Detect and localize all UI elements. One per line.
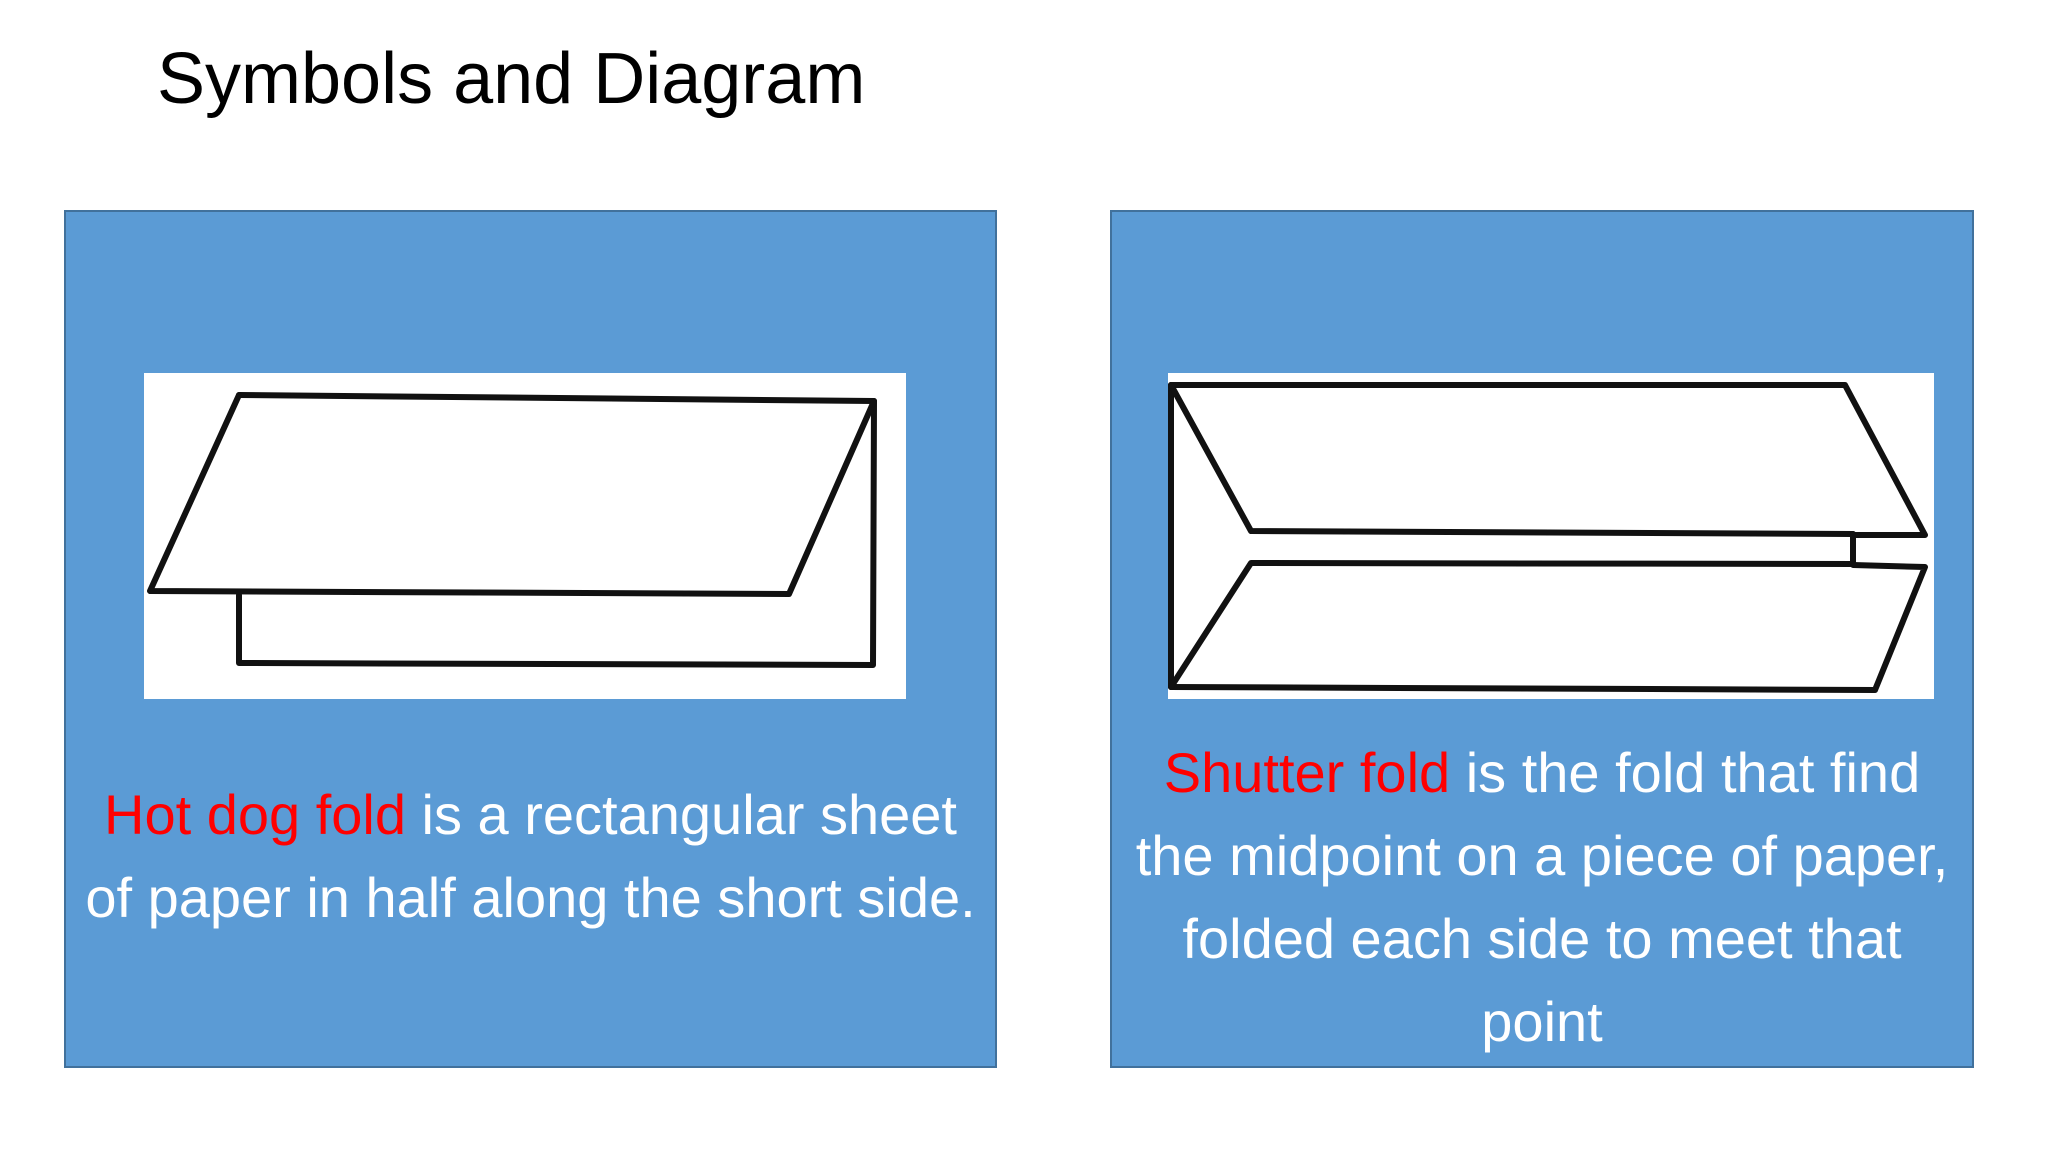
hot-dog-fold-panel: Hot dog fold is a rectangular sheet of p… <box>64 210 997 1068</box>
hot-dog-fold-caption: Hot dog fold is a rectangular sheet of p… <box>76 773 985 939</box>
shutter-fold-panel: Shutter fold is the fold that find the m… <box>1110 210 1974 1068</box>
hot-dog-fold-illustration <box>144 373 906 699</box>
hot-dog-fold-icon <box>147 392 877 668</box>
shutter-fold-caption: Shutter fold is the fold that find the m… <box>1122 731 1962 1063</box>
shutter-fold-description: is the fold that find the midpoint on a … <box>1135 741 1949 1053</box>
shutter-fold-illustration <box>1168 373 1934 699</box>
hot-dog-fold-description: is a rectangular sheet of paper in half … <box>85 783 976 929</box>
hot-dog-fold-term: Hot dog fold <box>104 783 406 846</box>
slide-title: Symbols and Diagram <box>157 39 866 119</box>
shutter-fold-term: Shutter fold <box>1163 741 1451 804</box>
shutter-fold-icon <box>1168 382 1928 693</box>
